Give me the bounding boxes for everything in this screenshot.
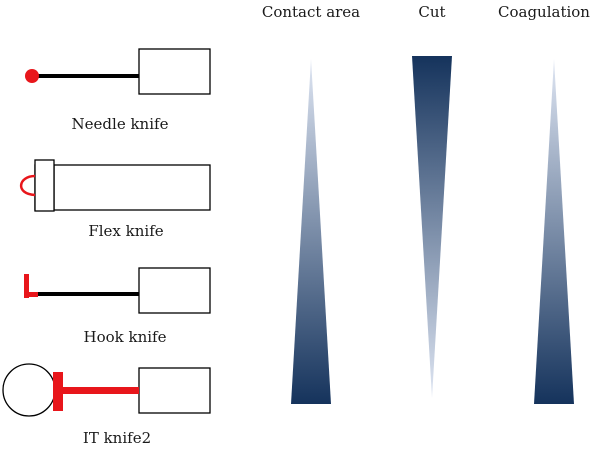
knife-label-needle: Needle knife	[72, 115, 169, 133]
hook-knife-handle	[138, 267, 211, 314]
hook-knife-diagram	[24, 267, 211, 314]
it-knife2-blade	[53, 372, 63, 411]
it-knife2-handle	[138, 367, 211, 414]
knife-label-hook: Hook knife	[84, 328, 167, 346]
it-knife2-shaft	[61, 387, 139, 394]
column-header-coagulation: Coagulation	[498, 3, 590, 21]
it-knife2-insulated-tip	[2, 363, 56, 417]
contact-area-wedge	[291, 59, 331, 404]
flex-knife-cap	[34, 159, 55, 212]
needle-knife-tip	[25, 69, 39, 83]
coagulation-wedge	[534, 59, 574, 404]
it-knife2-diagram	[2, 363, 211, 417]
needle-knife-diagram	[25, 48, 211, 95]
flex-knife-diagram	[19, 159, 211, 212]
knife-label-it: IT knife2	[83, 429, 151, 447]
column-header-contact-area: Contact area	[262, 3, 360, 21]
hook-knife-hook	[24, 274, 29, 298]
flex-knife-sheath	[34, 164, 211, 211]
cut-wedge	[412, 56, 452, 398]
knife-label-flex: Flex knife	[88, 222, 163, 240]
flex-knife-loop	[19, 174, 36, 197]
hook-knife-hook-base	[24, 292, 38, 297]
column-header-cut: Cut	[418, 3, 445, 21]
needle-knife-handle	[138, 48, 211, 95]
